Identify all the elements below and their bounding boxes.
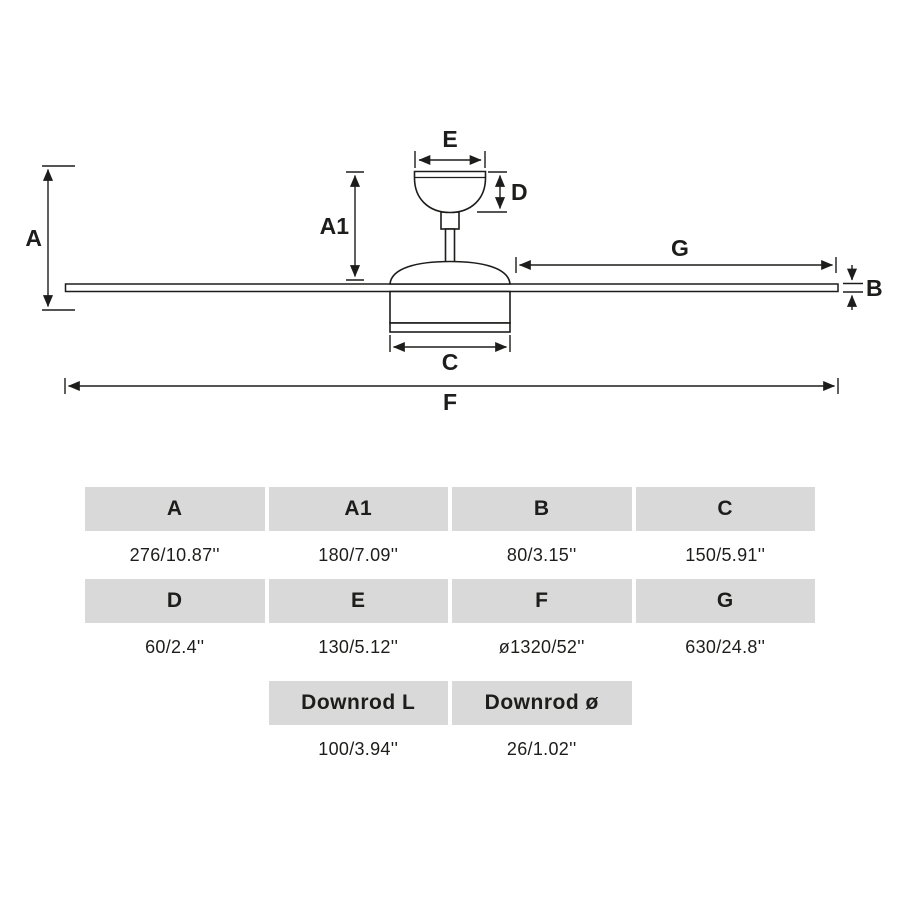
header-cell-downrod-dia: Downrod ø	[452, 681, 632, 725]
value-cell-b: 80/3.15''	[506, 544, 577, 565]
dimension-c-label: C	[442, 349, 459, 375]
header-cell-g: G	[635, 579, 815, 623]
header-cell-empty-right	[636, 681, 816, 725]
header-cell-f: F	[452, 579, 632, 623]
dimension-b-label: B	[866, 275, 883, 301]
header-cell-empty-left	[85, 681, 265, 725]
value-cell-empty-left	[85, 725, 265, 773]
dimension-table: A A1 B C 276/10.87'' 180/7.09'' 80/3.15'…	[85, 487, 815, 773]
header-cell-c: C	[635, 487, 815, 531]
value-cell-d: 60/2.4''	[145, 636, 205, 657]
fan-motor-housing	[389, 260, 511, 333]
dimension-e-label: E	[442, 126, 457, 152]
fan-dimension-diagram: E D A1 A	[25, 126, 883, 415]
value-cell-g: 630/24.8''	[685, 636, 766, 657]
value-cell-downrod-dia: 26/1.02''	[506, 738, 577, 759]
header-cell-d: D	[85, 579, 265, 623]
table-value-row-2: 60/2.4'' 130/5.12'' ø1320/52'' 630/24.8'…	[85, 623, 815, 671]
value-cell-f: ø1320/52''	[498, 636, 585, 657]
value-cell-a1: 180/7.09''	[318, 544, 399, 565]
table-header-row-3: Downrod L Downrod ø	[85, 681, 815, 725]
value-cell-e: 130/5.12''	[318, 636, 399, 657]
fan-diagram-svg: E D A1 A	[25, 126, 883, 415]
dimension-e	[414, 151, 486, 168]
dimension-f	[64, 378, 839, 394]
header-cell-b: B	[452, 487, 632, 531]
fan-downrod	[440, 211, 460, 265]
dimension-d-label: D	[511, 179, 528, 205]
dimension-f-label: F	[443, 389, 457, 415]
value-cell-downrod-l: 100/3.94''	[318, 738, 399, 759]
table-header-row-1: A A1 B C	[85, 487, 815, 531]
fan-blades	[64, 283, 839, 293]
value-cell-a: 276/10.87''	[129, 544, 220, 565]
dimension-a-label: A	[25, 225, 42, 251]
dimension-g	[515, 257, 837, 273]
value-cell-empty-right	[636, 725, 816, 773]
fan-canopy	[413, 170, 487, 214]
dimension-a1-label: A1	[320, 213, 350, 239]
table-header-row-2: D E F G	[85, 579, 815, 623]
dimension-c	[389, 335, 511, 353]
header-cell-a: A	[85, 487, 265, 531]
dimension-b	[843, 265, 863, 310]
dimension-g-label: G	[671, 235, 689, 261]
value-cell-c: 150/5.91''	[685, 544, 766, 565]
header-cell-a1: A1	[268, 487, 448, 531]
dimension-a1	[346, 171, 364, 281]
header-cell-e: E	[268, 579, 448, 623]
header-cell-downrod-l: Downrod L	[268, 681, 448, 725]
dimension-a	[42, 165, 75, 311]
dimension-d	[477, 171, 507, 213]
table-value-row-1: 276/10.87'' 180/7.09'' 80/3.15'' 150/5.9…	[85, 531, 815, 579]
table-value-row-3: 100/3.94'' 26/1.02''	[85, 725, 815, 773]
